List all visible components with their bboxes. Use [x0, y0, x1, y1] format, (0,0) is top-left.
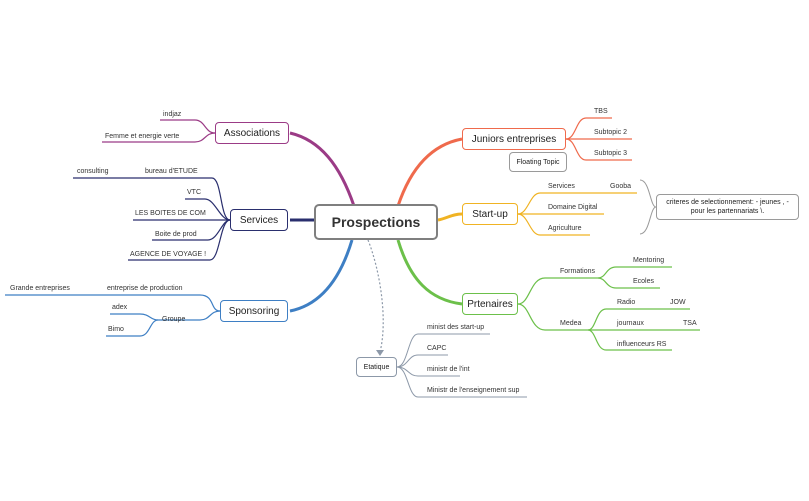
leaf-ecoles[interactable]: Ecoles — [633, 278, 655, 285]
leaf-subtopic-3[interactable]: Subtopic 3 — [594, 150, 628, 157]
leaf-grande-entreprises[interactable]: Grande entreprises — [10, 285, 70, 292]
floating-topic[interactable]: Floating Topic — [509, 152, 567, 172]
etatique-links — [396, 333, 527, 398]
connector-etatique — [367, 239, 384, 353]
leaf-boite-de-prod[interactable]: Boite de prod — [155, 231, 197, 238]
leaf-bimo[interactable]: Bimo — [108, 326, 124, 333]
startup-links — [517, 192, 637, 236]
startup-note-bracket — [639, 179, 657, 235]
leaf-consulting[interactable]: consulting — [77, 168, 109, 175]
leaf-minist-start-up[interactable]: minist des start-up — [427, 324, 485, 331]
associations-links — [102, 119, 216, 143]
leaf-adex[interactable]: adex — [112, 304, 128, 311]
leaf-tbs[interactable]: TBS — [594, 108, 608, 115]
leaf-medea[interactable]: Medea — [560, 320, 582, 327]
startup-selection-note[interactable]: criteres de selectionnement: - jeunes , … — [656, 194, 799, 220]
central-topic[interactable]: Prospections — [314, 204, 438, 240]
leaf-tsa[interactable]: TSA — [683, 320, 697, 327]
partenaires-links — [517, 266, 700, 351]
note-line-2: pour les partennariats \. — [690, 208, 765, 215]
topic-sponsoring[interactable]: Sponsoring — [220, 300, 288, 322]
services-links — [73, 177, 231, 261]
leaf-subtopic-2[interactable]: Subtopic 2 — [594, 129, 628, 136]
leaf-femme-energie-verte[interactable]: Femme et energie verte — [105, 133, 180, 140]
leaf-domaine-digital[interactable]: Domaine Digital — [548, 204, 598, 211]
sponsoring-links — [5, 294, 221, 337]
etatique-arrowhead — [376, 350, 384, 356]
leaf-entreprise-de-production[interactable]: entreprise de production — [107, 285, 183, 292]
leaf-startup-services[interactable]: Services — [548, 183, 575, 190]
leaf-vtc[interactable]: VTC — [187, 189, 201, 196]
juniors-links — [565, 117, 632, 161]
leaf-jow[interactable]: JOW — [670, 299, 686, 306]
topic-etatique[interactable]: Etatique — [356, 357, 397, 377]
topic-partenaires[interactable]: Prtenaires — [462, 293, 518, 315]
connector-associations — [289, 131, 356, 207]
leaf-agence-de-voyage[interactable]: AGENCE DE VOYAGE ! — [130, 251, 207, 258]
connector-startup — [437, 212, 463, 222]
leaf-formations[interactable]: Formations — [560, 268, 596, 275]
leaf-journaux[interactable]: journaux — [617, 320, 644, 327]
leaf-indjaz[interactable]: indjaz — [163, 111, 182, 118]
leaf-influenceurs-rs[interactable]: influenceurs RS — [617, 341, 667, 348]
note-line-1: criteres de selectionnement: - jeunes , … — [666, 199, 789, 206]
connector-sponsoring — [289, 239, 354, 313]
leaf-bureau-etude[interactable]: bureau d'ETUDE — [145, 168, 198, 175]
leaf-groupe[interactable]: Groupe — [162, 316, 186, 323]
leaf-ministr-enseignement-sup[interactable]: Ministr de l'enseignement sup — [427, 387, 520, 394]
topic-start-up[interactable]: Start-up — [462, 203, 518, 225]
topic-services[interactable]: Services — [230, 209, 288, 231]
leaf-ministr-int[interactable]: ministr de l'int — [427, 366, 470, 373]
topic-associations[interactable]: Associations — [215, 122, 289, 144]
leaf-capc[interactable]: CAPC — [427, 345, 447, 352]
leaf-radio[interactable]: Radio — [617, 299, 636, 306]
leaf-boites-de-com[interactable]: LES BOITES DE COM — [135, 210, 206, 217]
leaf-agriculture[interactable]: Agriculture — [548, 225, 582, 232]
connector-partenaires — [396, 239, 463, 306]
connector-juniors — [396, 137, 463, 207]
topic-juniors-entreprises[interactable]: Juniors entreprises — [462, 128, 566, 150]
leaf-gooba[interactable]: Gooba — [610, 183, 632, 190]
leaf-mentoring[interactable]: Mentoring — [633, 257, 665, 264]
